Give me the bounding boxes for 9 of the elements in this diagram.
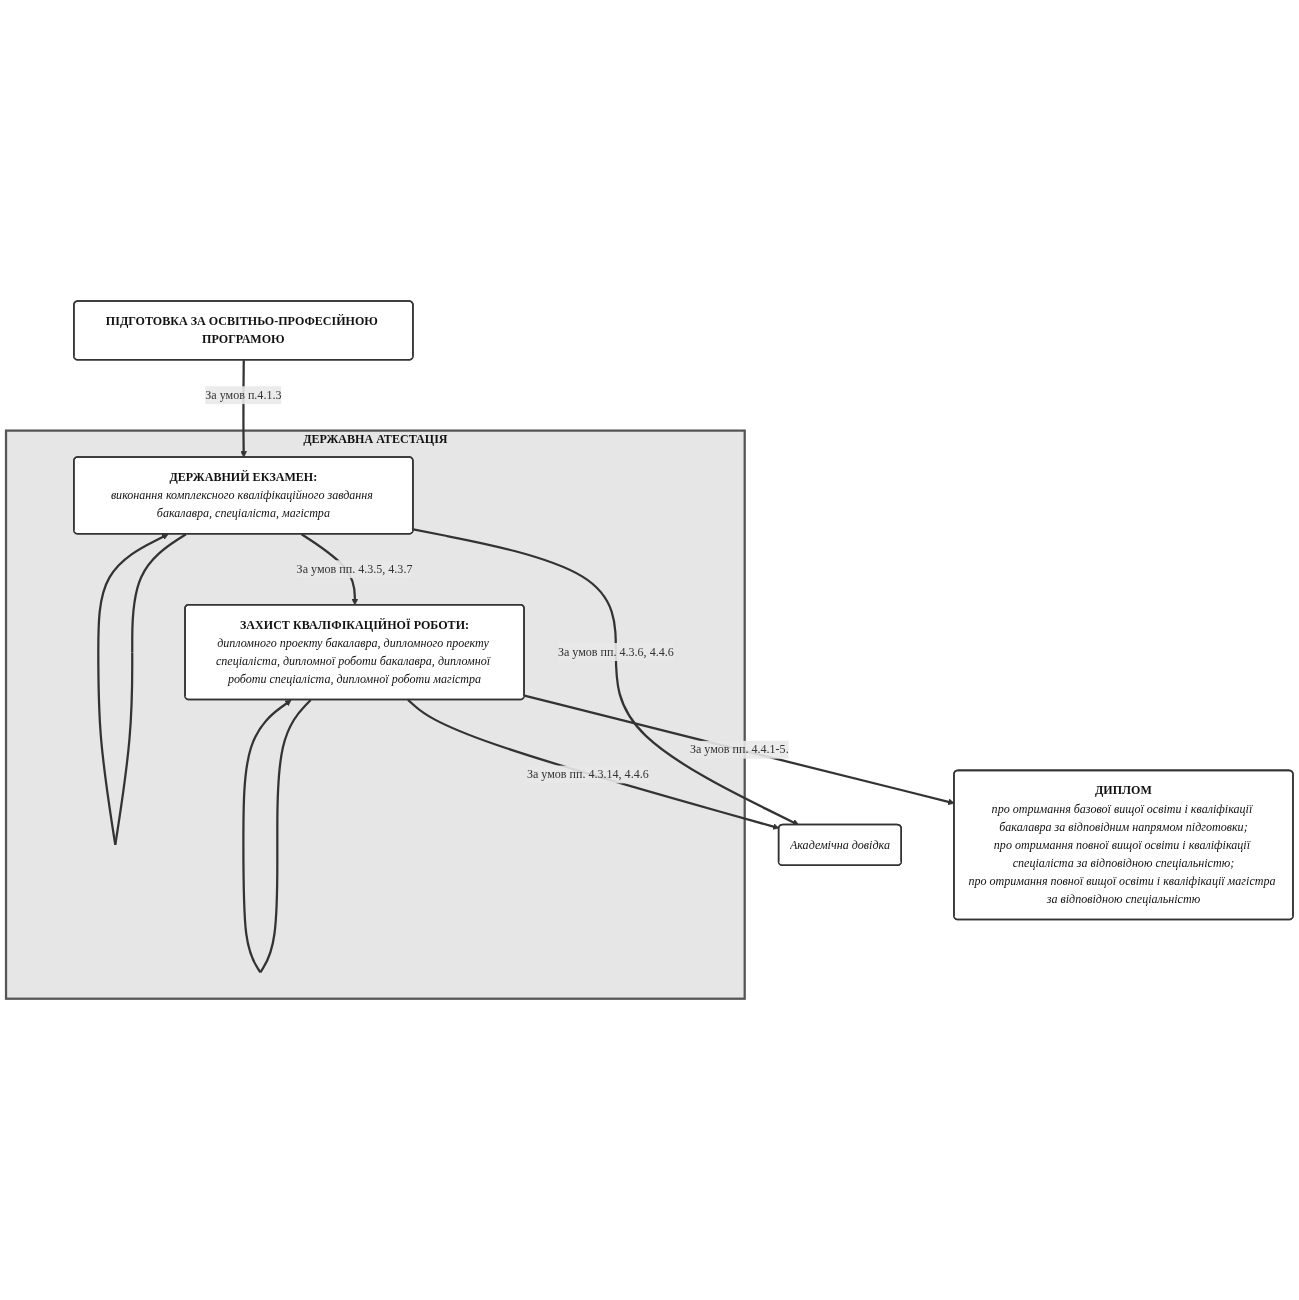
edge-label: За умов пп. 4.3.5, 4.3.7 [296,562,413,576]
edge-label: За умов пп. 4.4.1-5. [689,743,789,756]
edge-label: За умов п.4.1.3 [205,388,282,402]
arrow [413,528,800,826]
arrow [242,699,312,973]
edge-label: За умов пп. 4.3.6, 4.4.6 [557,645,674,659]
arrow [407,699,780,830]
edge-label: За умов пп. 4.3.14, 4.4.6 [526,767,649,781]
arrow [97,533,187,846]
